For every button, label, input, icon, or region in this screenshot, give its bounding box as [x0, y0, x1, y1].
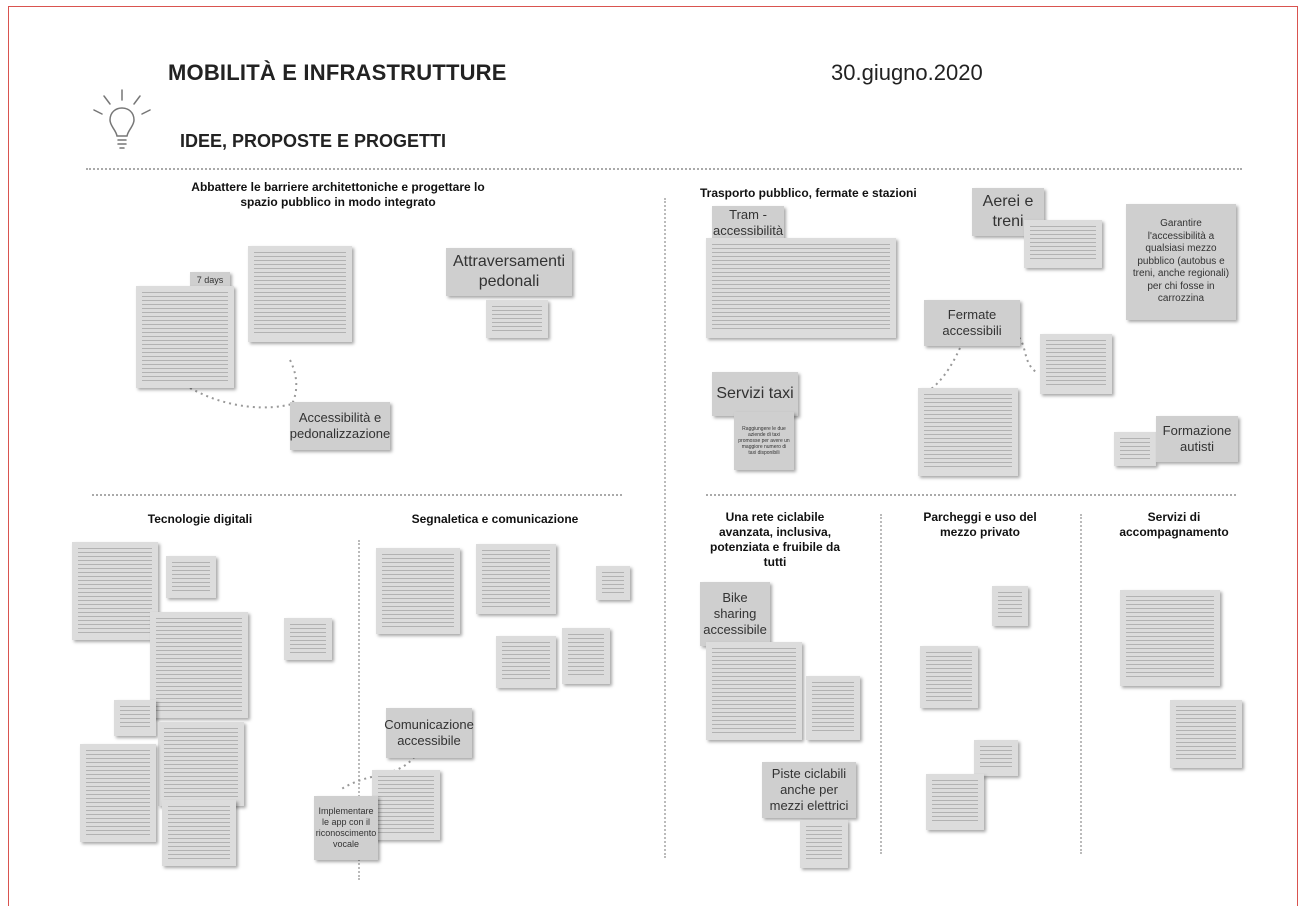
note — [496, 636, 556, 688]
right-sub-divider-2 — [1080, 514, 1082, 854]
note — [150, 612, 248, 718]
lightbulb-icon — [93, 89, 151, 149]
center-divider — [664, 198, 666, 858]
note — [596, 566, 630, 600]
page-frame — [8, 6, 1298, 906]
label-accessibilita-pedonalizzazione: Accessibilità e pedonalizzazione — [290, 402, 390, 450]
label-tram: Tram - accessibilità — [712, 206, 784, 240]
label-7days: 7 days — [190, 272, 230, 290]
note — [80, 744, 156, 842]
header-divider — [86, 168, 1242, 170]
note — [920, 646, 978, 708]
note — [114, 700, 156, 736]
label-attraversamenti: Attraversamenti pedonali — [446, 248, 572, 296]
section-trasporto: Trasporto pubblico, fermate e stazioni — [700, 186, 917, 200]
section-tecnologie: Tecnologie digitali — [147, 512, 253, 526]
page-title: MOBILITÀ E INFRASTRUTTURE — [168, 60, 507, 85]
note — [162, 800, 236, 866]
note — [1024, 220, 1102, 268]
right-divider — [706, 494, 1236, 496]
note — [706, 238, 896, 338]
left-divider — [92, 494, 622, 496]
note — [918, 388, 1018, 476]
note — [806, 676, 860, 740]
note — [136, 286, 234, 388]
note — [372, 770, 440, 840]
section-segnaletica: Segnaletica e comunicazione — [411, 512, 579, 526]
section-barriere: Abbattere le barriere architettoniche e … — [191, 180, 485, 209]
page-subtitle: IDEE, PROPOSTE E PROGETTI — [180, 131, 447, 151]
note — [1170, 700, 1242, 768]
section-servizi: Servizi di accompagnamento — [1119, 510, 1229, 539]
note — [476, 544, 556, 614]
note — [284, 618, 332, 660]
note — [992, 586, 1028, 626]
note — [800, 820, 848, 868]
label-formazione: Formazione autisti — [1156, 416, 1238, 462]
note — [974, 740, 1018, 776]
left-sub-divider — [358, 540, 360, 880]
section-ciclabile: Una rete ciclabile avanzata, inclusiva, … — [709, 510, 841, 569]
page-date: 30.giugno.2020 — [831, 60, 983, 85]
note — [72, 542, 158, 640]
label-taxi: Servizi taxi — [712, 372, 798, 416]
note — [1114, 432, 1156, 466]
right-sub-divider-1 — [880, 514, 882, 854]
note — [562, 628, 610, 684]
note — [248, 246, 352, 342]
label-bike: Bike sharing accessibile — [700, 582, 770, 646]
label-fermate: Fermate accessibili — [924, 300, 1020, 346]
note — [1120, 590, 1220, 686]
note — [926, 774, 984, 830]
note — [158, 722, 244, 806]
label-comunicazione: Comunicazione accessibile — [384, 708, 474, 758]
label-piste: Piste ciclabili anche per mezzi elettric… — [762, 762, 856, 818]
note — [1040, 334, 1112, 394]
note — [166, 556, 216, 598]
section-parcheggi: Parcheggi e uso del mezzo privato — [923, 510, 1037, 539]
note — [486, 300, 548, 338]
note — [706, 642, 802, 740]
note-taxi: Raggiungere le due aziende di taxi promo… — [734, 412, 794, 470]
label-garantire: Garantire l'accessibilità a qualsiasi me… — [1126, 204, 1236, 320]
note — [376, 548, 460, 634]
label-implementare: Implementare le app con il riconosciment… — [314, 796, 378, 860]
